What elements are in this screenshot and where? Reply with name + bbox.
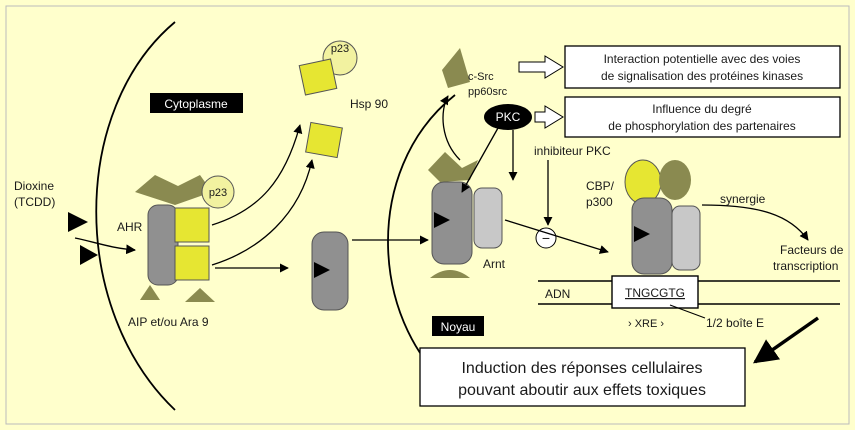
cytoplasm-label: Cytoplasme: [164, 97, 228, 111]
synergy-label: synergie: [720, 192, 766, 206]
xre-sequence: TNGCGTG: [625, 286, 685, 300]
dna-label: ADN: [545, 287, 570, 301]
phospho-box-line2: de phosphorylation des partenaires: [608, 119, 795, 133]
dna-arnt-body: [672, 206, 700, 270]
cbp-olive: [659, 160, 691, 200]
pkc-inhibitor-label: inhibiteur PKC: [534, 144, 611, 158]
hsp90-released-2: [306, 122, 343, 157]
kinase-box-line2: de signalisation des protéines kinases: [601, 69, 803, 83]
p23-bound-label: p23: [209, 187, 227, 199]
hsp90-block-1: [175, 208, 209, 242]
aip-label: AIP et/ou Ara 9: [128, 315, 209, 329]
tf-label-2: transcription: [773, 259, 838, 273]
cbp-label-1: CBP/: [586, 179, 615, 193]
hsp90-label: Hsp 90: [350, 97, 388, 111]
tf-label-1: Facteurs de: [780, 243, 844, 257]
arnt-body: [474, 188, 502, 248]
cbp-yellow: [625, 160, 661, 204]
induction-box-line1: Induction des réponses cellulaires: [461, 360, 702, 377]
ahr-label: AHR: [117, 220, 143, 234]
cbp-label-2: p300: [586, 195, 613, 209]
half-e-label: 1/2 boîte E: [706, 316, 764, 330]
xre-label: › XRE ›: [628, 318, 664, 330]
csrc-label-2: pp60src: [468, 86, 508, 98]
hsp90-block-2: [175, 246, 209, 280]
nucleus-label: Noyau: [441, 320, 476, 334]
arnt-label: Arnt: [483, 257, 506, 271]
phospho-box-line1: Influence du degré: [652, 102, 752, 116]
pkc-label: PKC: [496, 110, 521, 124]
dioxin-label-line1: Dioxine: [14, 179, 54, 193]
dioxin-label-line2: (TCDD): [14, 195, 55, 209]
ahr-gray-body: [148, 205, 178, 285]
induction-box-line2: pouvant aboutir aux effets toxiques: [458, 382, 706, 399]
hsp90-released-1: [299, 59, 337, 95]
csrc-label-1: c-Src: [468, 71, 494, 83]
p23-released-label: p23: [331, 43, 349, 55]
kinase-box-line1: Interaction potentielle avec des voies: [604, 52, 801, 66]
